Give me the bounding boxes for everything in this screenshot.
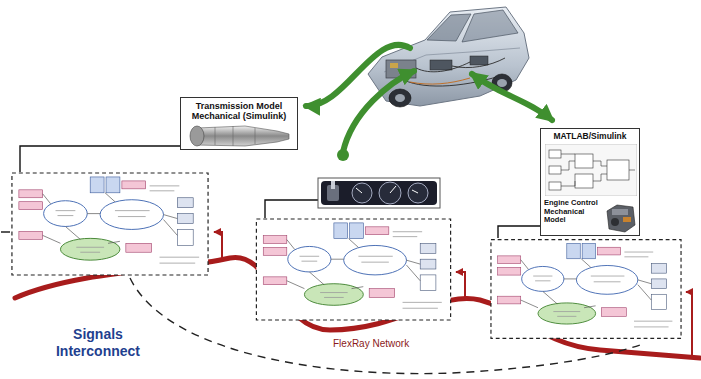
engine-image <box>603 201 637 234</box>
model-arrow <box>306 45 552 152</box>
model-box: Transmission Model Mechanical (Simulink) <box>180 97 298 150</box>
model-link <box>1 146 540 238</box>
simulink-model <box>545 144 637 196</box>
ecu-block <box>12 173 208 275</box>
connection-dot <box>337 149 349 161</box>
ecu-block <box>491 240 681 339</box>
box-title: MATLAB/Simulink <box>543 132 637 142</box>
bus-tap <box>214 232 692 357</box>
dashboard-panel <box>318 178 440 208</box>
box-text: Engine Control Mechanical Model <box>544 199 602 225</box>
network-label: Signals Interconnect <box>46 326 150 360</box>
ecu-block <box>256 219 450 320</box>
box-title: Transmission Model Mechanical (Simulink) <box>185 101 293 122</box>
network-label: FlexRay Network <box>331 338 411 350</box>
transmission-image <box>185 123 293 149</box>
model-box: MATLAB/SimulinkEngine Control Mechanical… <box>540 128 640 236</box>
